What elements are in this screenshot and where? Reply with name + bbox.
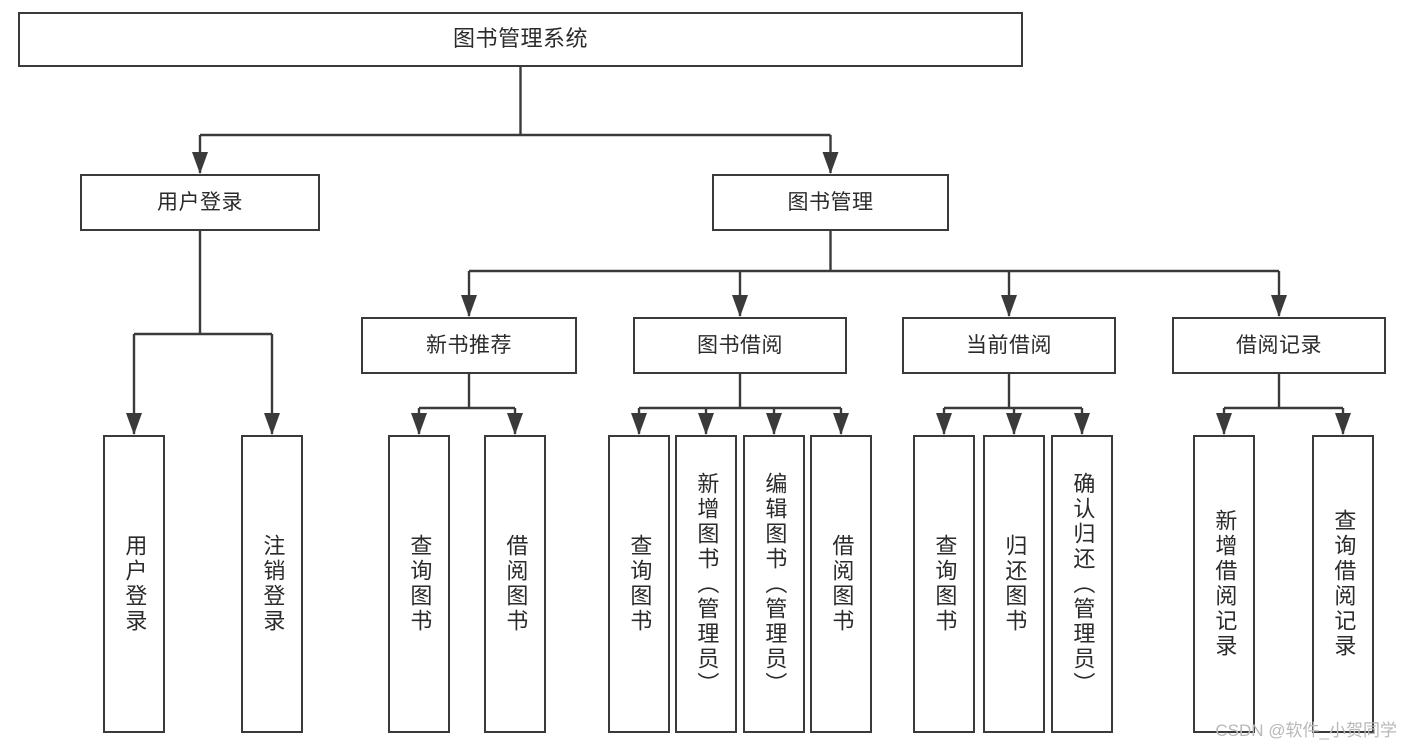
node-label: 编辑图书（管理员） — [762, 471, 788, 697]
arrow-head-borrow — [732, 295, 748, 317]
arrow-head-current — [1001, 295, 1017, 317]
node-label: 归还图书 — [1002, 534, 1028, 634]
arrow-head-l-login — [126, 413, 142, 435]
node-l-login[interactable]: 用户登录 — [103, 435, 165, 733]
node-records[interactable]: 借阅记录 — [1172, 317, 1386, 374]
node-login[interactable]: 用户登录 — [80, 174, 320, 231]
node-label: 新增图书（管理员） — [694, 471, 720, 697]
node-label: 注销登录 — [260, 534, 286, 634]
watermark-label: CSDN @软件_小贺同学 — [1215, 721, 1397, 740]
node-l-qbook1[interactable]: 查询图书 — [388, 435, 450, 733]
node-borrow[interactable]: 图书借阅 — [633, 317, 847, 374]
node-label: 查询借阅记录 — [1331, 509, 1357, 659]
node-l-qbook2[interactable]: 查询图书 — [608, 435, 670, 733]
arrow-head-login — [192, 152, 208, 174]
node-label: 图书管理系统 — [452, 26, 588, 52]
arrow-head-l-qbook1 — [411, 413, 427, 435]
arrow-head-bookmgmt — [822, 152, 839, 174]
arrow-head-l-bbook1 — [507, 413, 523, 435]
node-l-confirm[interactable]: 确认归还（管理员） — [1051, 435, 1113, 733]
arrow-head-l-qbook3 — [936, 413, 952, 435]
node-label: 查询图书 — [407, 534, 433, 634]
node-label: 图书借阅 — [697, 333, 783, 357]
node-bookmgmt[interactable]: 图书管理 — [712, 174, 949, 231]
node-l-addrec[interactable]: 新增借阅记录 — [1193, 435, 1255, 733]
arrow-head-l-addbook — [698, 413, 714, 435]
node-label: 当前借阅 — [966, 333, 1052, 357]
node-label: 用户登录 — [122, 534, 148, 634]
node-label: 借阅图书 — [829, 534, 855, 634]
node-l-editbook[interactable]: 编辑图书（管理员） — [743, 435, 805, 733]
arrow-head-l-return — [1006, 413, 1022, 435]
node-l-logout[interactable]: 注销登录 — [241, 435, 303, 733]
node-l-addbook[interactable]: 新增图书（管理员） — [675, 435, 737, 733]
node-l-return[interactable]: 归还图书 — [983, 435, 1045, 733]
node-root[interactable]: 图书管理系统 — [18, 12, 1023, 67]
arrow-head-newbook — [461, 295, 477, 317]
node-label: 新书推荐 — [426, 333, 512, 357]
arrow-head-l-addrec — [1216, 413, 1232, 435]
node-label: 查询图书 — [627, 534, 653, 634]
arrow-head-l-qryrec — [1335, 413, 1351, 435]
node-l-bbook2[interactable]: 借阅图书 — [810, 435, 872, 733]
node-newbook[interactable]: 新书推荐 — [361, 317, 577, 374]
node-label: 新增借阅记录 — [1212, 509, 1238, 659]
node-l-qbook3[interactable]: 查询图书 — [913, 435, 975, 733]
node-label: 用户登录 — [157, 190, 243, 214]
arrow-head-l-logout — [264, 413, 280, 435]
node-label: 查询图书 — [932, 534, 958, 634]
node-l-bbook1[interactable]: 借阅图书 — [484, 435, 546, 733]
arrow-head-l-qbook2 — [631, 413, 647, 435]
arrow-head-l-confirm — [1074, 413, 1090, 435]
arrow-head-records — [1271, 295, 1287, 317]
arrow-head-l-editbook — [766, 413, 782, 435]
arrow-head-l-bbook2 — [833, 413, 849, 435]
node-label: 确认归还（管理员） — [1070, 471, 1096, 697]
node-label: 借阅记录 — [1236, 333, 1322, 357]
node-l-qryrec[interactable]: 查询借阅记录 — [1312, 435, 1374, 733]
node-current[interactable]: 当前借阅 — [902, 317, 1116, 374]
node-label: 图书管理 — [787, 190, 874, 214]
node-label: 借阅图书 — [503, 534, 529, 634]
